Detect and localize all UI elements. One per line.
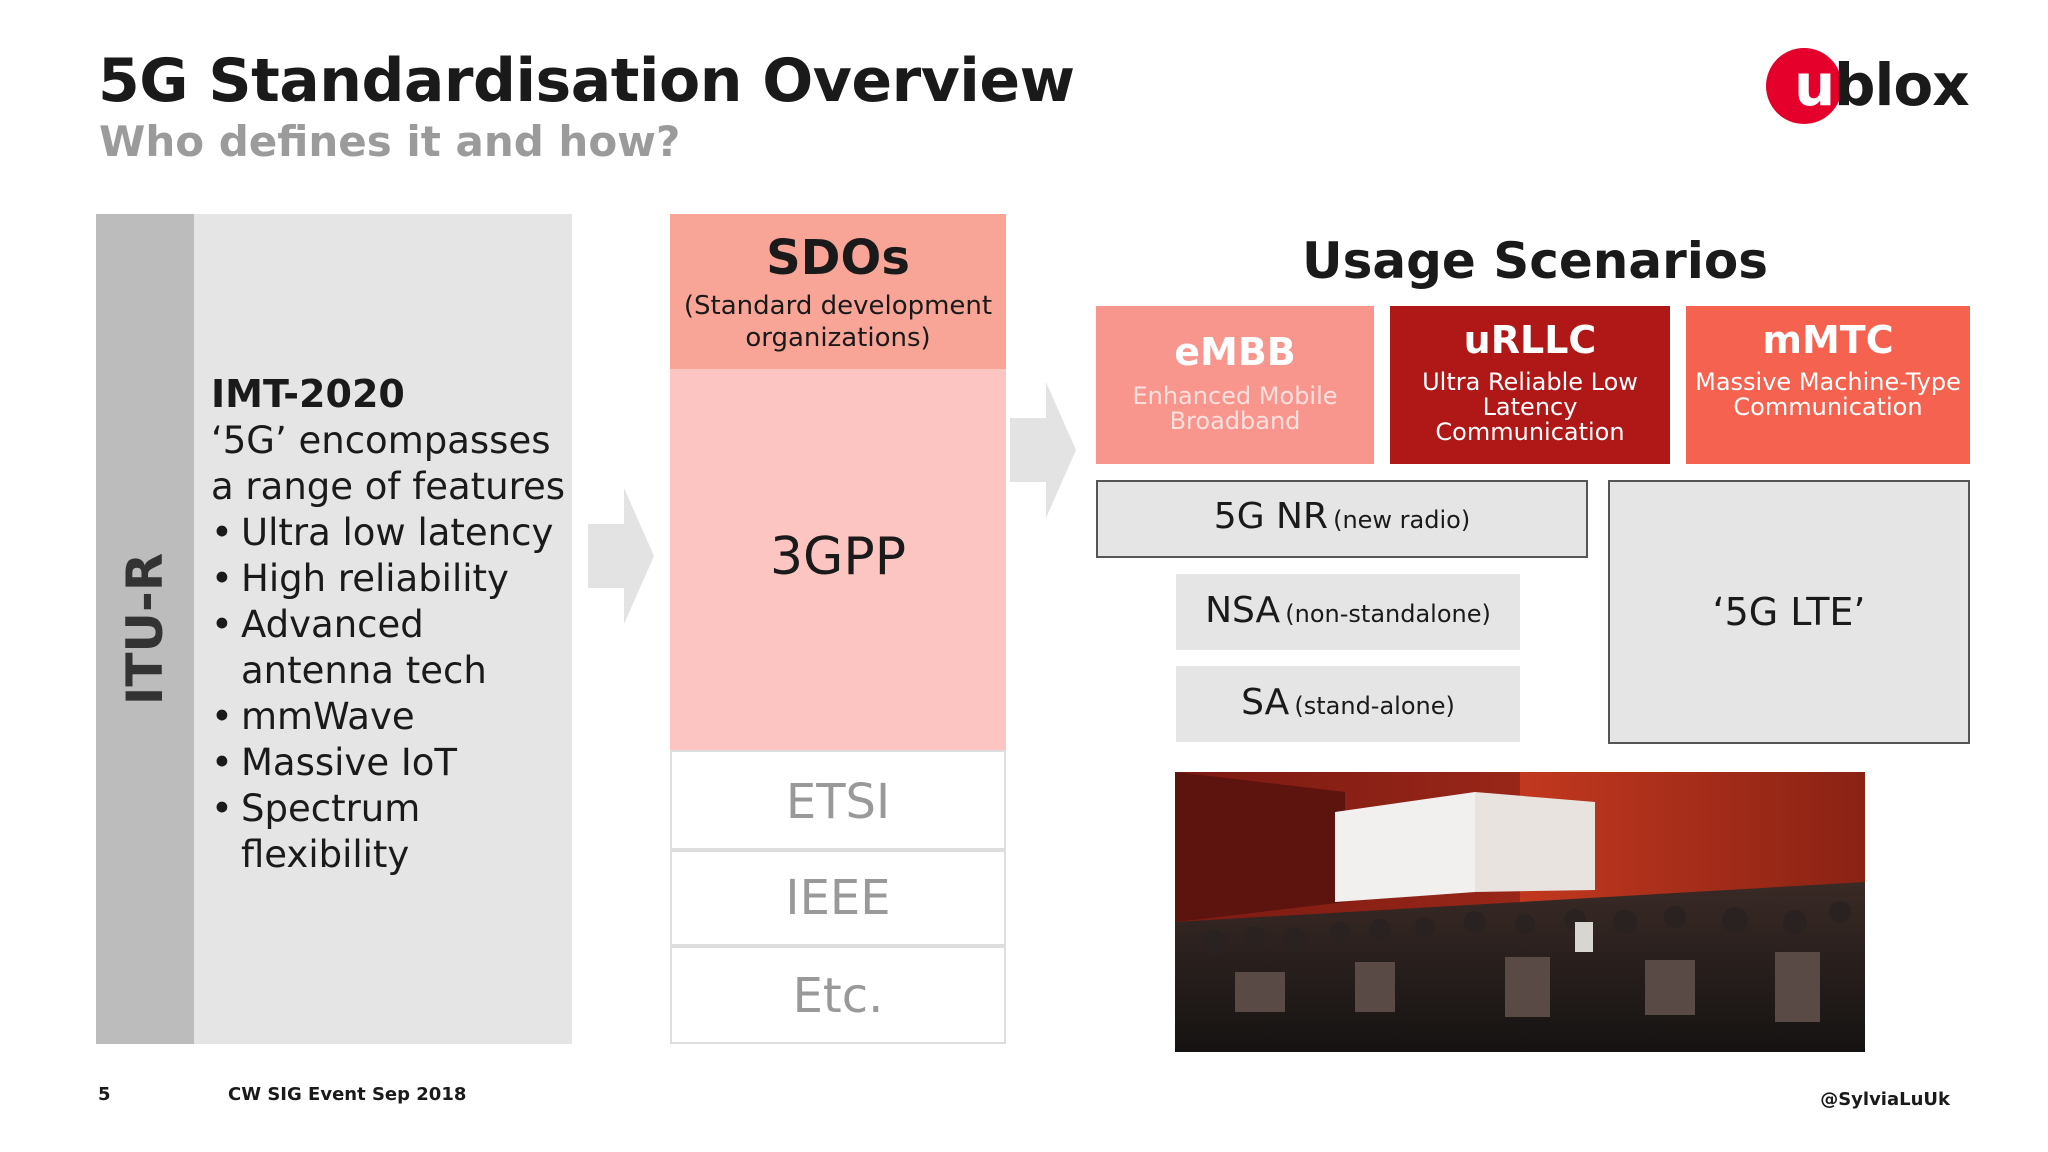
nr-box: 5G NR (new radio) — [1096, 480, 1588, 558]
logo-circle — [1766, 48, 1842, 124]
scenario-name: uRLLC — [1463, 318, 1597, 362]
itu-label: ITU-R — [96, 214, 194, 1044]
feature-item: Ultra low latency — [211, 510, 581, 556]
scenario-name: mMTC — [1762, 318, 1894, 362]
logo-wordmark: blox — [1834, 51, 1970, 119]
twitter-handle: @SylviaLuUk — [1820, 1089, 1950, 1110]
event-label: CW SIG Event Sep 2018 — [228, 1084, 467, 1105]
lte-label: ‘5G LTE’ — [1712, 590, 1866, 634]
usage-title: Usage Scenarios — [1301, 232, 1768, 290]
sdo-etsi: ETSI — [670, 750, 1006, 850]
scenario-name: eMBB — [1174, 330, 1296, 374]
sdo-etc: Etc. — [670, 946, 1006, 1044]
nr-note: (new radio) — [1333, 506, 1471, 534]
sdo-3gpp-label: 3GPP — [769, 527, 907, 587]
imt-heading: IMT-2020 — [211, 372, 405, 416]
nsa-note: (non-standalone) — [1285, 600, 1491, 628]
feature-list: Ultra low latency High reliability Advan… — [211, 510, 581, 878]
scenario-embb: eMBB Enhanced Mobile Broadband — [1096, 306, 1374, 464]
nsa-label: NSA — [1205, 590, 1281, 631]
scenario-desc: Ultra Reliable Low Latency Communication — [1422, 368, 1638, 446]
itu-label-text: ITU-R — [116, 552, 174, 706]
lte-box: ‘5G LTE’ — [1608, 480, 1970, 744]
sa-note: (stand-alone) — [1294, 692, 1455, 720]
itu-bar — [96, 214, 194, 1044]
nsa-box: NSA (non-standalone) — [1176, 574, 1520, 650]
sdo-subtitle: (Standard development organizations) — [683, 291, 993, 353]
sdo-3gpp: 3GPP — [670, 369, 1006, 750]
feature-item: mmWave — [211, 694, 581, 740]
scenario-urllc: uRLLC Ultra Reliable Low Latency Communi… — [1390, 306, 1670, 464]
imt-description: ‘5G’ encompasses a range of features — [211, 419, 566, 508]
feature-item: Advanced antenna tech — [211, 602, 581, 694]
ublox-logo: u blox — [1766, 48, 1970, 126]
arrow-right-icon — [1010, 382, 1076, 518]
scenario-mmtc: mMTC Massive Machine-Type Communication — [1686, 306, 1970, 464]
feature-item: High reliability — [211, 556, 581, 602]
feature-item: Spectrum flexibility — [211, 786, 581, 878]
slide-subtitle: Who defines it and how? — [99, 117, 681, 166]
sdo-ieee: IEEE — [670, 850, 1006, 946]
logo-u: u — [1794, 51, 1836, 119]
feature-item: Massive IoT — [211, 740, 581, 786]
conference-photo-image — [1175, 772, 1865, 1052]
conference-photo — [1175, 772, 1865, 1052]
nr-label: 5G NR — [1213, 496, 1328, 537]
sa-box: SA (stand-alone) — [1176, 666, 1520, 742]
page-number: 5 — [98, 1084, 111, 1105]
sdo-title: SDOs — [766, 230, 910, 286]
slide-title: 5G Standardisation Overview — [98, 46, 1075, 116]
scenario-desc: Massive Machine-Type Communication — [1695, 368, 1961, 421]
sdo-header — [670, 214, 1006, 369]
scenario-desc: Enhanced Mobile Broadband — [1132, 382, 1338, 435]
arrow-right-icon — [588, 488, 654, 624]
sa-label: SA — [1241, 682, 1290, 723]
